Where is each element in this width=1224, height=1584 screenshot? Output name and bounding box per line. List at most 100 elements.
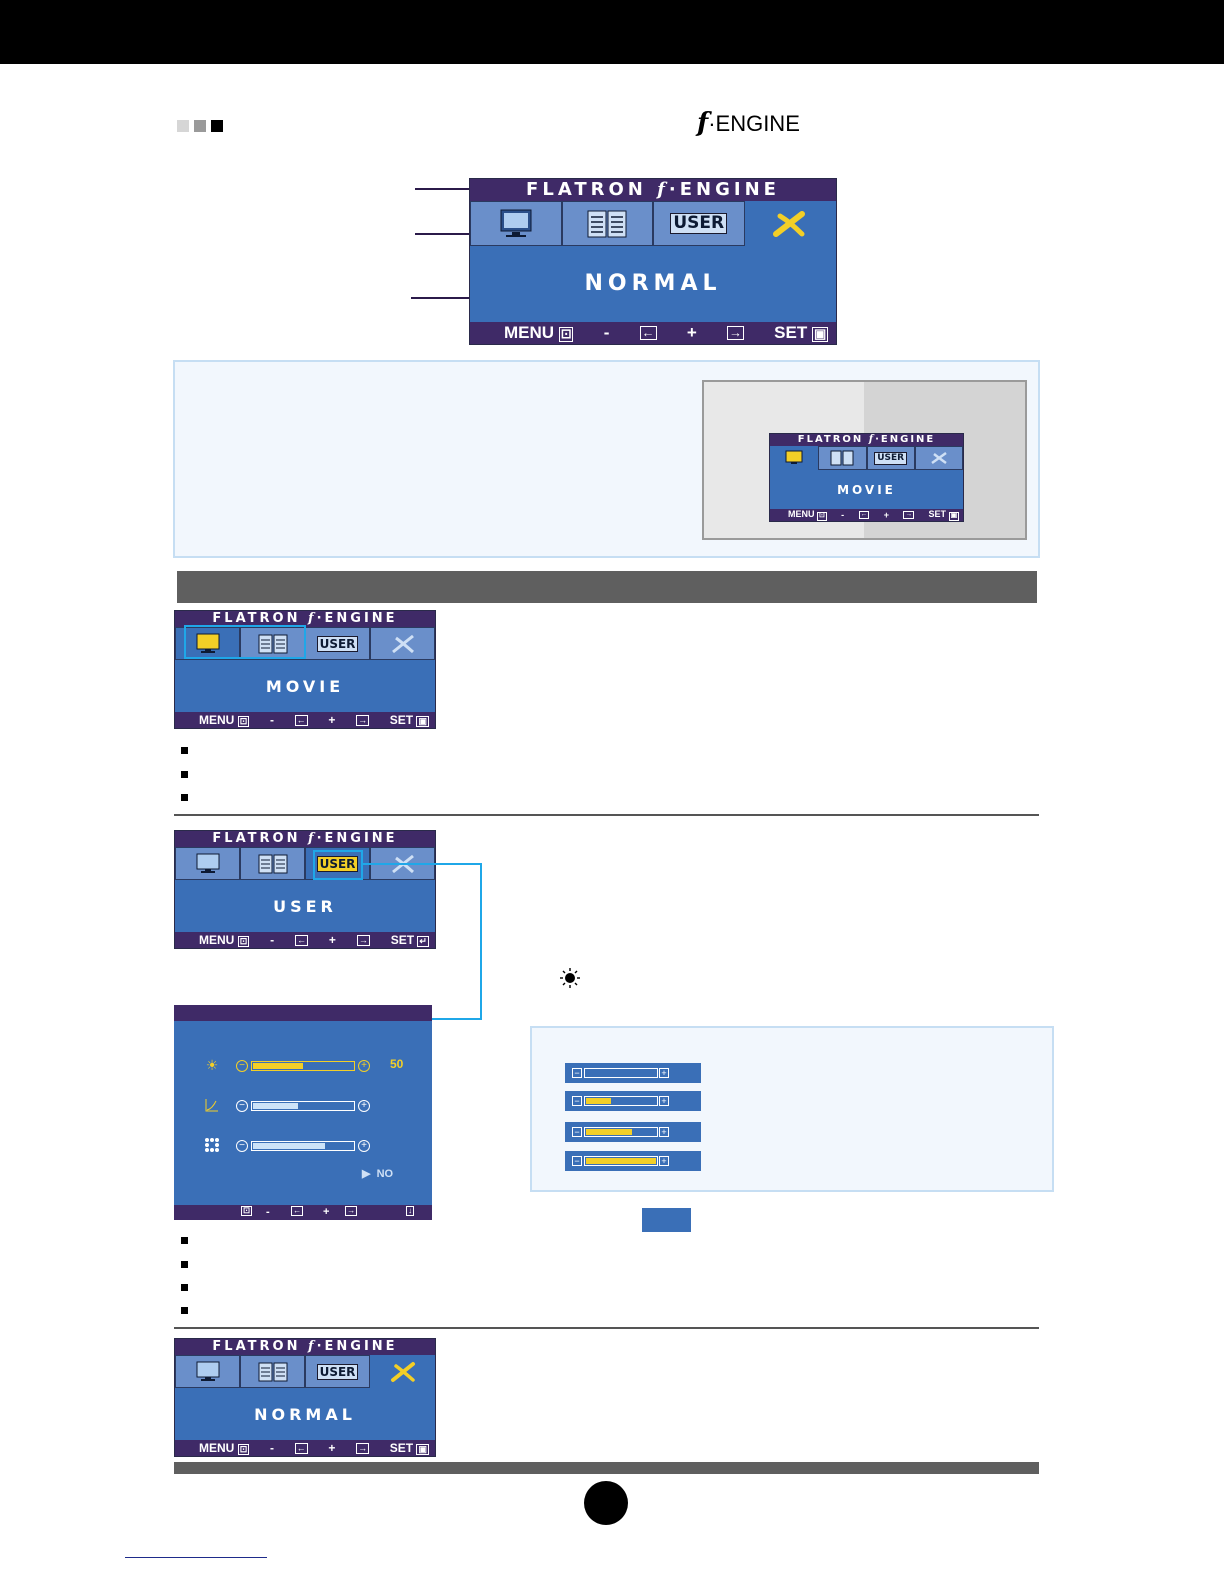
submenu-footer-minus[interactable]: - [266, 1206, 270, 1218]
highlight-user-tab [313, 850, 363, 880]
menu-key-icon: ⊡ [237, 716, 250, 727]
footer-menu-label: MENU [504, 323, 555, 342]
osd-movie-title-engine: ENGINE [324, 611, 398, 626]
user-tab-monitor[interactable] [175, 847, 240, 880]
monitor-icon [500, 209, 532, 237]
osd-title-engine: ENGINE [679, 179, 780, 200]
marker-square-dark [211, 120, 223, 132]
brightness-fill [253, 1063, 303, 1069]
right-arrow-key-icon: → [903, 510, 915, 520]
right-arrow-key-icon[interactable]: → [345, 1206, 358, 1217]
right-arrow-key-icon: → [356, 934, 370, 946]
normal-tab-exit[interactable] [370, 1355, 435, 1388]
book-icon [258, 854, 287, 873]
footer-link-underline[interactable] [125, 1557, 267, 1558]
osd-normal-title: FLATRON f·ENGINE [175, 1339, 435, 1355]
tab-normal-icon-exit[interactable] [744, 201, 836, 246]
normal-footer-set[interactable]: SET ▣ [390, 1441, 429, 1455]
user-footer-set-label: SET [390, 933, 415, 947]
gamma-slider[interactable]: − + [236, 1100, 370, 1112]
sharpness-slider[interactable]: − + [236, 1140, 370, 1152]
user-footer-plus[interactable]: + [328, 933, 336, 947]
brightness-slider[interactable]: − + [236, 1060, 370, 1072]
tab-text-icon-book[interactable] [561, 201, 653, 246]
brightness-value: 50 [390, 1057, 404, 1071]
minus-icon: − [236, 1140, 248, 1152]
top-black-bar [0, 0, 1224, 64]
movie-tab-book[interactable] [240, 627, 305, 660]
divider [174, 1327, 1039, 1329]
footer-plus[interactable]: + [686, 323, 697, 342]
sample-footer-set-label: SET [928, 509, 947, 520]
osd-user-title-flatron: FLATRON [212, 831, 301, 846]
bullet [181, 771, 188, 778]
normal-tab-monitor[interactable] [175, 1355, 240, 1388]
footer-menu[interactable]: MENU ⊡ [504, 323, 574, 343]
leader-line-title [415, 188, 470, 190]
movie-footer-menu[interactable]: MENU ⊡ [199, 713, 250, 727]
normal-tab-user[interactable]: USER [305, 1355, 370, 1388]
sharpness-slider-row[interactable]: − + [174, 1135, 432, 1155]
movie-tab-exit[interactable] [370, 627, 435, 660]
sample-footer-menu-label: MENU [788, 509, 815, 520]
movie-footer-set-label: SET [389, 713, 414, 727]
movie-tab-user[interactable]: USER [305, 627, 370, 660]
tab-movie-icon-monitor[interactable] [470, 201, 562, 246]
osd-normal-title-f: f [307, 1339, 317, 1354]
sharpness-bar [251, 1141, 355, 1151]
normal-footer-plus[interactable]: + [328, 1441, 336, 1455]
reset-option[interactable]: ▶ NO [362, 1167, 393, 1180]
osd-title-flatron: FLATRON [526, 179, 647, 200]
user-footer-set[interactable]: SET ↵ [391, 933, 429, 947]
right-arrow-key-icon: → [356, 1442, 370, 1454]
brightness-icon: ☀ [205, 1057, 219, 1073]
monitor-icon [196, 853, 219, 873]
osd-sample-title-f: f [868, 434, 876, 445]
submenu-footer-plus[interactable]: + [323, 1206, 330, 1218]
left-arrow-key-icon[interactable]: ← [291, 1206, 304, 1217]
sample-tab-monitor [770, 446, 819, 470]
tab-user[interactable]: USER [653, 201, 745, 246]
user-footer-menu[interactable]: MENU ⊡ [199, 933, 250, 947]
play-arrow-icon: ▶ [362, 1168, 371, 1180]
normal-footer-menu-label: MENU [199, 1441, 235, 1455]
movie-footer-set[interactable]: SET ▣ [390, 713, 429, 727]
left-arrow-key-icon: ← [294, 714, 308, 726]
gamma-bar [251, 1101, 355, 1111]
gamma-slider-row[interactable]: − + [174, 1095, 432, 1115]
osd-sample-title-flatron: FLATRON [797, 434, 864, 445]
footer-set[interactable]: SET ▣ [774, 323, 828, 343]
book-icon [258, 634, 287, 653]
user-submenu-header [174, 1005, 432, 1021]
user-tab-book[interactable] [240, 847, 305, 880]
normal-footer-set-label: SET [389, 1441, 414, 1455]
gamma-icon [204, 1097, 220, 1113]
monitor-icon [196, 1361, 219, 1381]
monitor-icon [196, 633, 219, 653]
movie-footer-minus[interactable]: - [269, 713, 274, 727]
leader-line-mode [411, 297, 470, 299]
osd-main: FLATRON f·ENGINE USER NORMAL MENU ⊡ - ← … [469, 178, 837, 345]
menu-key-icon[interactable]: ⊡ [241, 1206, 252, 1217]
brightness-slider-row[interactable]: ☀ − + 50 [174, 1055, 432, 1075]
sample-user-label: USER [874, 451, 908, 465]
footer-minus[interactable]: - [603, 323, 610, 342]
plus-icon: + [659, 1068, 669, 1078]
osd-movie-mode: MOVIE [265, 677, 345, 696]
brightness-level-bar: −+ [565, 1122, 701, 1142]
movie-footer-plus[interactable]: + [328, 713, 336, 727]
set-key-icon: ▣ [416, 716, 429, 727]
plus-icon: + [358, 1140, 370, 1152]
normal-footer-minus[interactable]: - [269, 1441, 274, 1455]
osd-sample-tabs: USER [770, 446, 963, 470]
osd-title: FLATRON f·ENGINE [470, 179, 836, 201]
plus-icon: + [659, 1156, 669, 1166]
sharpness-icon [204, 1137, 220, 1153]
user-footer-minus[interactable]: - [270, 933, 275, 947]
user-tab-user[interactable]: USER [305, 847, 370, 880]
osd-user-mode: USER [273, 897, 337, 916]
normal-tab-book[interactable] [240, 1355, 305, 1388]
down-key-icon[interactable]: ↓ [406, 1206, 415, 1217]
normal-footer-menu[interactable]: MENU ⊡ [199, 1441, 250, 1455]
osd-movie: FLATRON f·ENGINE USER MOVIE MENU ⊡ - ← +… [174, 610, 436, 729]
